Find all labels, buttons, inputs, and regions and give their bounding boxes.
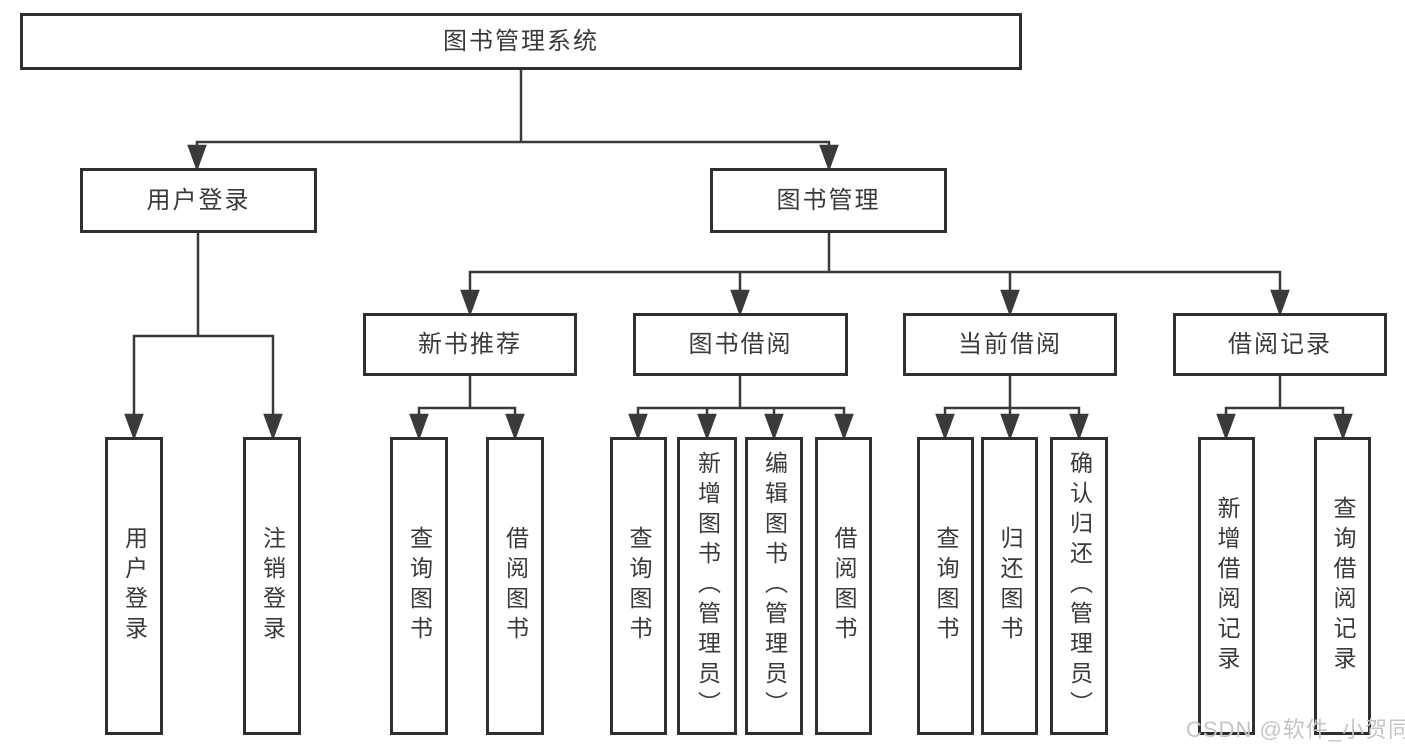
leaf-cb-return-books-label: 归还图书 <box>997 526 1023 646</box>
node-root: 图书管理系统 <box>20 13 1022 70</box>
leaf-cb-confirm-return-admin-label: 确认归还（管理员） <box>1066 451 1093 721</box>
node-book-borrowing: 图书借阅 <box>633 313 848 376</box>
node-borrowing-records: 借阅记录 <box>1173 313 1387 376</box>
leaf-bb-borrow-books: 借阅图书 <box>815 437 872 735</box>
leaf-cb-confirm-return-admin: 确认归还（管理员） <box>1050 437 1108 735</box>
leaf-bb-add-books-admin-label: 新增图书（管理员） <box>694 451 721 721</box>
node-current-borrowing: 当前借阅 <box>903 313 1117 376</box>
leaf-rec-borrow-books: 借阅图书 <box>486 437 544 735</box>
leaf-cb-query-books: 查询图书 <box>917 437 974 735</box>
leaf-rec-query-books-label: 查询图书 <box>406 526 433 646</box>
edge-group <box>124 68 1353 441</box>
watermark-text: CSDN @软件_小贺同学 <box>1186 717 1405 742</box>
leaf-user-login-label: 用户登录 <box>121 526 148 646</box>
node-new-book-recommendation: 新书推荐 <box>363 313 577 376</box>
node-book-management: 图书管理 <box>710 168 947 233</box>
leaf-br-add-record-label: 新增借阅记录 <box>1214 496 1240 676</box>
leaf-br-query-record-label: 查询借阅记录 <box>1330 496 1356 676</box>
leaf-bb-borrow-books-label: 借阅图书 <box>831 526 857 646</box>
node-new-book-recommendation-label: 新书推荐 <box>418 330 522 358</box>
leaf-bb-query-books: 查询图书 <box>610 437 667 735</box>
leaf-logout-label: 注销登录 <box>259 526 286 646</box>
node-book-borrowing-label: 图书借阅 <box>688 330 793 358</box>
leaf-logout: 注销登录 <box>243 437 301 735</box>
leaf-bb-edit-books-admin-label: 编辑图书（管理员） <box>761 451 788 721</box>
leaf-user-login: 用户登录 <box>105 437 163 735</box>
node-book-management-label: 图书管理 <box>776 186 881 214</box>
leaf-bb-query-books-label: 查询图书 <box>626 526 652 646</box>
leaf-br-add-record: 新增借阅记录 <box>1198 437 1255 735</box>
node-current-borrowing-label: 当前借阅 <box>958 330 1062 358</box>
leaf-rec-borrow-books-label: 借阅图书 <box>502 526 529 646</box>
leaf-cb-return-books: 归还图书 <box>981 437 1038 735</box>
node-borrowing-records-label: 借阅记录 <box>1228 330 1332 358</box>
leaf-bb-add-books-admin: 新增图书（管理员） <box>677 437 737 735</box>
node-user-login-label: 用户登录 <box>146 186 251 214</box>
leaf-br-query-record: 查询借阅记录 <box>1314 437 1371 735</box>
node-user-login: 用户登录 <box>80 168 317 233</box>
node-root-label: 图书管理系统 <box>443 27 599 55</box>
leaf-cb-query-books-label: 查询图书 <box>933 526 959 646</box>
leaf-rec-query-books: 查询图书 <box>390 437 448 735</box>
leaf-bb-edit-books-admin: 编辑图书（管理员） <box>745 437 803 735</box>
